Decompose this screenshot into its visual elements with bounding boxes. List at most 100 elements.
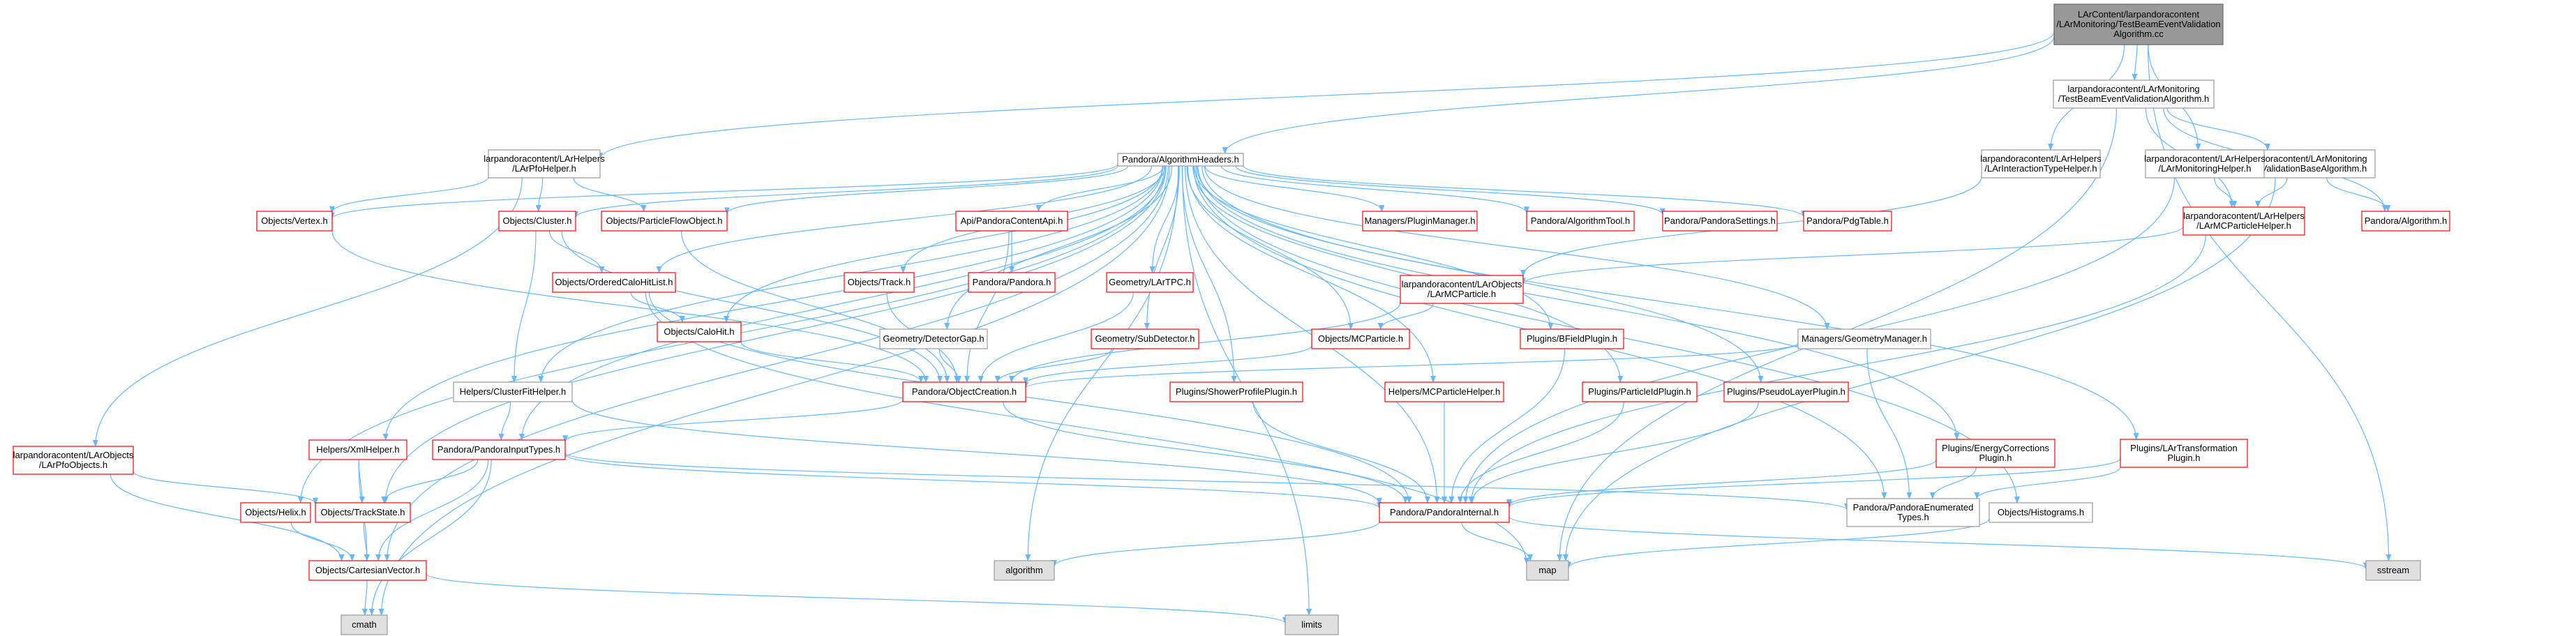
edge-vertex-h-to-objectcreation-h — [331, 230, 929, 383]
node-xmlhelper-h[interactable]: Helpers/XmlHelper.h — [308, 439, 407, 460]
node-label-track-h-line-0: Objects/Track.h — [848, 277, 911, 287]
node-label-larpfoobjects-h-line-0: larpandoracontent/LArObjects — [13, 450, 134, 460]
node-cartesian-h[interactable]: Objects/CartesianVector.h — [308, 560, 427, 581]
node-box-objectcreation-h — [902, 381, 1026, 402]
node-label-cmath-std-line-0: cmath — [352, 619, 376, 630]
edge-subdetector-h-to-objectcreation-h — [994, 348, 1112, 383]
node-box-pseudolayer-h — [1723, 381, 1849, 402]
node-sstream-std[interactable]: sstream — [2365, 560, 2421, 581]
node-label-algtool-h-line-0: Pandora/AlgorithmTool.h — [1531, 215, 1630, 226]
edge-clusterfithelper-h-to-inputtypes-h — [498, 401, 511, 441]
node-box-track-h — [844, 272, 915, 293]
node-internal-h[interactable]: Pandora/PandoraInternal.h — [1379, 502, 1510, 523]
node-settings-h[interactable]: Pandora/PandoraSettings.h — [1662, 211, 1778, 232]
node-box-tbeva-h — [2053, 80, 2215, 109]
node-monhelper-h[interactable]: larpandoracontent/LArHelpers/LArMonitori… — [2144, 149, 2266, 179]
node-mcparticle-h[interactable]: Objects/MCParticle.h — [1311, 328, 1410, 349]
node-box-detectorgap-h — [879, 328, 988, 349]
node-label-orderedcalohit-h-line-0: Objects/OrderedCaloHitList.h — [555, 277, 673, 287]
node-inputtypes-h[interactable]: Pandora/PandoraInputTypes.h — [432, 439, 566, 460]
node-subdetector-h[interactable]: Geometry/SubDetector.h — [1091, 328, 1199, 349]
node-box-sstream-std — [2365, 560, 2421, 581]
edge-bfieldplugin-h-to-internal-h — [1448, 348, 1566, 503]
node-label-enumerated-h-line-0: Pandora/PandoraEnumerated — [1853, 502, 1974, 513]
edge-inputtypes-h-to-cmath-std — [368, 459, 492, 616]
node-larmcparticle-h[interactable]: larpandoracontent/LArObjects/LArMCPartic… — [1400, 275, 1524, 304]
edge-cartesian-h-to-limits-std — [426, 573, 1288, 624]
edge-mcparticle-h-to-objectcreation-h — [1023, 345, 1312, 385]
node-algorithm-h[interactable]: Pandora/Algorithm.h — [2361, 211, 2450, 232]
node-helix-h[interactable]: Objects/Helix.h — [240, 502, 311, 523]
node-box-contentapi-h — [955, 211, 1068, 232]
edge-inputtypes-h-to-cartesian-h — [375, 459, 489, 561]
node-detectorgap-h[interactable]: Geometry/DetectorGap.h — [879, 328, 988, 349]
edge-internal-h-to-algorithm-std — [1051, 521, 1380, 568]
node-label-larpfoobjects-h-line-1: /LArPfoObjects.h — [39, 460, 107, 470]
edge-cluster-h-to-clusterfithelper-h — [511, 230, 537, 383]
node-pdgtable-h[interactable]: Pandora/PdgTable.h — [1803, 211, 1892, 232]
node-trackstate-h[interactable]: Objects/TrackState.h — [315, 502, 411, 523]
node-label-calohit-h-line-0: Objects/CaloHit.h — [664, 326, 734, 337]
node-box-energycorr-h — [1935, 439, 2055, 468]
node-larpfoobjects-h[interactable]: larpandoracontent/LArObjects/LArPfoObjec… — [13, 446, 134, 475]
node-clusterfithelper-h[interactable]: Helpers/ClusterFitHelper.h — [453, 381, 573, 402]
node-track-h[interactable]: Objects/Track.h — [844, 272, 915, 293]
node-showerprofile-h[interactable]: Plugins/ShowerProfilePlugin.h — [1169, 381, 1303, 402]
node-box-algorithm-std — [994, 560, 1055, 581]
node-particleid-h[interactable]: Plugins/ParticleIdPlugin.h — [1582, 381, 1698, 402]
edge-pfohelper-h-to-pfo-h — [573, 177, 647, 212]
node-label-pdgtable-h-line-0: Pandora/PdgTable.h — [1806, 215, 1889, 226]
node-mcparticlehelper-h[interactable]: larpandoracontent/LArHelpers/LArMCPartic… — [2182, 206, 2305, 236]
node-label-geometrymanager-h-line-0: Managers/GeometryManager.h — [1802, 333, 1927, 344]
edge-algheaders-h-to-vertex-h — [329, 163, 1118, 220]
node-map-std[interactable]: map — [1526, 560, 1569, 581]
edge-algheaders-h-to-cmath-std — [378, 165, 1170, 616]
edge-mcparticlehelper-h-to-larmcparticle-h — [1520, 226, 2184, 285]
node-pandora-h[interactable]: Pandora/Pandora.h — [968, 272, 1056, 293]
node-box-inputtypes-h — [432, 439, 566, 460]
node-label-algorithm-h-line-0: Pandora/Algorithm.h — [2365, 215, 2448, 226]
node-limits-std[interactable]: limits — [1285, 614, 1339, 635]
edge-geometrymanager-h-to-enumerated-h — [1866, 348, 1912, 499]
node-algorithm-std[interactable]: algorithm — [994, 560, 1055, 581]
edge-algheaders-h-to-contentapi-h — [1035, 165, 1164, 212]
node-label-root-line-0: LArContent/larpandoracontent — [2078, 9, 2200, 20]
node-objectcreation-h[interactable]: Pandora/ObjectCreation.h — [902, 381, 1026, 402]
edge-algheaders-h-to-internal-h — [1185, 165, 1440, 503]
node-label-objectcreation-h-line-0: Pandora/ObjectCreation.h — [912, 386, 1017, 397]
node-vertex-h[interactable]: Objects/Vertex.h — [256, 211, 333, 232]
node-contentapi-h[interactable]: Api/PandoraContentApi.h — [955, 211, 1068, 232]
edge-tbeva-h-to-evba-h — [2166, 107, 2270, 151]
node-pseudolayer-h[interactable]: Plugins/PseudoLayerPlugin.h — [1723, 381, 1849, 402]
edge-root-to-algheaders-h — [1222, 36, 2055, 154]
node-bfieldplugin-h[interactable]: Plugins/BFieldPlugin.h — [1520, 328, 1624, 349]
node-tbeva-h[interactable]: larpandoracontent/LArMonitoring/TestBeam… — [2053, 80, 2215, 109]
node-interaction-h[interactable]: larpandoracontent/LArHelpers/LArInteract… — [1980, 149, 2102, 179]
node-algtool-h[interactable]: Pandora/AlgorithmTool.h — [1526, 211, 1635, 232]
node-cluster-h[interactable]: Objects/Cluster.h — [498, 211, 576, 232]
edge-energycorr-h-to-enumerated-h — [1929, 467, 1977, 499]
node-algheaders-h[interactable]: Pandora/AlgorithmHeaders.h — [1117, 153, 1244, 167]
node-mcparticlehelper2-h[interactable]: Helpers/MCParticleHelper.h — [1384, 381, 1504, 402]
node-box-pandora-h — [968, 272, 1056, 293]
node-histograms-h[interactable]: Objects/Histograms.h — [1989, 502, 2093, 523]
node-box-root — [2053, 3, 2224, 45]
node-pfo-h[interactable]: Objects/ParticleFlowObject.h — [601, 211, 728, 232]
node-cmath-std[interactable]: cmath — [340, 614, 388, 635]
node-label-cartesian-h-line-0: Objects/CartesianVector.h — [315, 565, 420, 575]
edge-detectorgap-h-to-objectcreation-h — [938, 348, 961, 383]
node-label-algorithm-std-line-0: algorithm — [1005, 565, 1042, 575]
node-lartpc-h[interactable]: Geometry/LArTPC.h — [1106, 272, 1194, 293]
node-root[interactable]: LArContent/larpandoracontent/LArMonitori… — [2053, 3, 2224, 45]
node-box-calohit-h — [657, 321, 742, 342]
node-orderedcalohit-h[interactable]: Objects/OrderedCaloHitList.h — [552, 272, 676, 293]
edge-algheaders-h-to-inputtypes-h — [518, 165, 1167, 441]
node-pfohelper-h[interactable]: larpandoracontent/LArHelpers/LArPfoHelpe… — [484, 149, 605, 179]
node-box-histograms-h — [1989, 502, 2093, 523]
node-pluginmanager-h[interactable]: Managers/PluginManager.h — [1362, 211, 1478, 232]
node-geometrymanager-h[interactable]: Managers/GeometryManager.h — [1797, 328, 1931, 349]
node-calohit-h[interactable]: Objects/CaloHit.h — [657, 321, 742, 342]
